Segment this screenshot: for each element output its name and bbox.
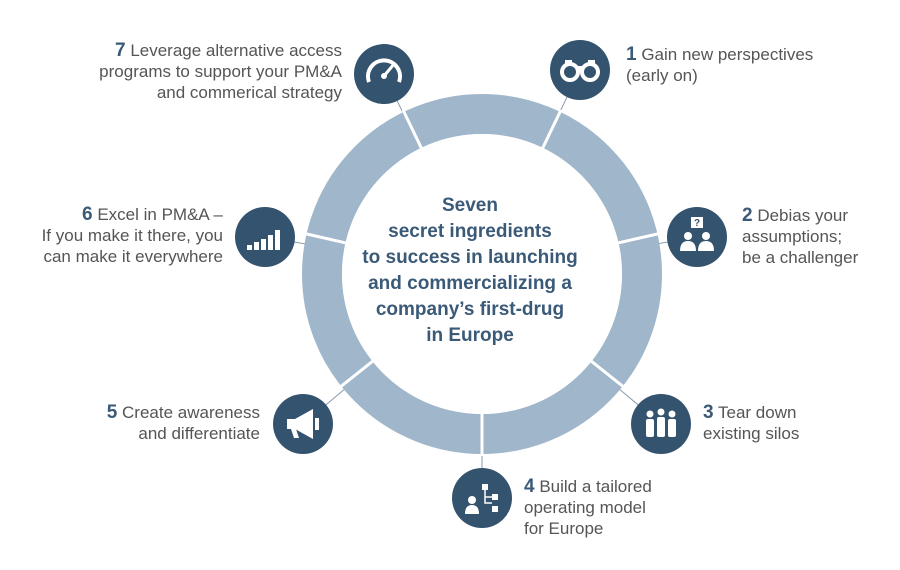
ring-divider (540, 109, 563, 151)
ring-dividers (304, 109, 660, 456)
svg-text:?: ? (694, 218, 700, 229)
step-6-label: 6 Excel in PM&A – If you make it there, … (42, 204, 223, 267)
step-text: Leverage alternative access (130, 41, 342, 60)
ring-inner-circle (342, 134, 622, 414)
step-text: (early on) (626, 66, 698, 85)
step-4-label: 4 Build a tailored operating model for E… (524, 476, 652, 539)
step-text: Gain new perspectives (641, 45, 814, 64)
center-title-line: to success in launching (362, 247, 578, 268)
step-text: and differentiate (138, 424, 260, 443)
step-text: existing silos (703, 424, 800, 443)
step-text: can make it everywhere (43, 247, 223, 266)
step-text: and commerical strategy (156, 83, 342, 102)
center-title-line: company’s first-drug (375, 299, 565, 320)
binoculars-icon (550, 40, 610, 100)
bar-chart-icon (235, 207, 295, 267)
group-icon (631, 394, 691, 454)
step-number: 4 (524, 476, 535, 497)
center-title: Seven secret ingredients to success in l… (330, 193, 610, 349)
ring-divider (304, 232, 348, 245)
step-3-label: 3 Tear down existing silos (703, 402, 799, 444)
step-2-label: 2 Debias your assumptions; be a challeng… (742, 205, 858, 268)
step-text: If you make it there, you (41, 226, 223, 245)
step-number: 1 (626, 44, 637, 65)
step-7-label: 7 Leverage alternative access programs t… (99, 40, 342, 103)
step-text: be a challenger (742, 248, 859, 267)
step-number: 2 (742, 205, 753, 226)
step-text: Excel in PM&A – (97, 205, 223, 224)
step-number: 7 (115, 40, 126, 61)
step-number: 6 (82, 204, 93, 225)
center-title-line: and commercializing a (368, 273, 572, 294)
step-text: assumptions; (742, 227, 843, 246)
step-number: 3 (703, 402, 714, 423)
question-people-icon: ? (667, 207, 727, 267)
center-title-line: secret ingredients (388, 221, 552, 242)
step-text: Tear down (718, 403, 797, 422)
ring-divider (588, 358, 626, 389)
step-5-label: 5 Create awareness and differentiate (107, 402, 260, 444)
ring-divider (401, 109, 424, 151)
step-text: operating model (524, 498, 646, 517)
center-title-line: in Europe (426, 325, 514, 346)
step-text: for Europe (524, 519, 604, 538)
step-number: 5 (106, 402, 118, 423)
step-text: Build a tailored (539, 477, 652, 496)
ring-divider (338, 358, 376, 389)
step-text: Debias your (757, 206, 849, 225)
step-text: Create awareness (122, 403, 260, 422)
megaphone-icon (273, 394, 333, 454)
ring-divider (616, 232, 660, 245)
step-1-label: 1 Gain new perspectives (early on) (626, 44, 813, 86)
org-chart-icon (452, 468, 512, 528)
center-title-line: Seven (442, 195, 498, 216)
speedometer-icon (354, 44, 414, 104)
step-text: programs to support your PM&A (99, 62, 342, 81)
